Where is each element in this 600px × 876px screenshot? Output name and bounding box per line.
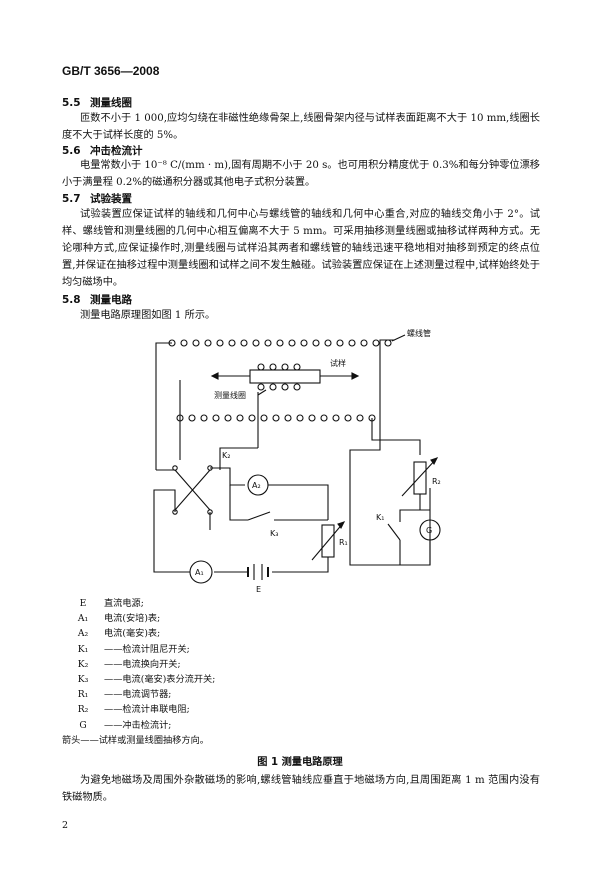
- figure-caption: 图 1 测量电路原理: [257, 757, 343, 768]
- section-title: 5.7 试验装置: [62, 191, 132, 206]
- measuring-coil-turns: [257, 363, 301, 391]
- section-heading: 冲击检流计: [90, 145, 143, 157]
- legend-item: K₂ ——电流换向开关;: [62, 657, 322, 672]
- page-number: 2: [62, 820, 69, 831]
- label-solenoid: 螺线管: [407, 328, 431, 338]
- label-a1: A₁: [195, 568, 204, 577]
- section-body: 测量电路原理图如图 1 所示。: [80, 310, 216, 321]
- label-sample: 试样: [330, 358, 346, 368]
- legend-item: A₁ 电流(安培)表;: [62, 611, 322, 626]
- section-body: 试验装置应保证试样的轴线和几何中心与螺线管的轴线和几何中心重合,对应的轴线交角小…: [62, 209, 540, 288]
- legend-symbol: A₂: [77, 628, 89, 640]
- label-k1: K₁: [376, 513, 384, 522]
- section-title: 5.6 冲击检流计: [62, 143, 143, 158]
- label-e: E: [256, 585, 261, 594]
- legend-item: R₁ ——电流调节器;: [62, 687, 322, 702]
- solenoid-bottom-turns: [176, 414, 376, 422]
- legend-description: ——试样或测量线圈抽移方向。: [80, 734, 209, 746]
- section-number: 5.5: [62, 97, 81, 109]
- legend-item: R₂ ——检流计串联电阻;: [62, 702, 322, 717]
- label-g: G: [426, 526, 432, 535]
- legend-symbol: R₂: [77, 704, 89, 716]
- legend-symbol: K₂: [77, 658, 89, 670]
- legend-description: ——电流调节器;: [104, 689, 172, 701]
- legend-symbol: K₃: [77, 674, 89, 686]
- legend-item: K₁ ——检流计阻尼开关;: [62, 642, 322, 657]
- legend-item: E 直流电源;: [62, 596, 322, 611]
- legend-description: ——冲击检流计;: [104, 719, 172, 731]
- section-title: 5.8 测量电路: [62, 292, 132, 307]
- label-coil: 测量线圈: [214, 390, 246, 400]
- label-k2: K₂: [222, 451, 230, 460]
- legend-description: ——检流计串联电阻;: [104, 704, 190, 716]
- section-body: 匝数不小于 1 000,应均匀绕在非磁性绝缘骨架上,线圈骨架内径与试样表面距离不…: [62, 113, 540, 141]
- legend-symbol: R₁: [77, 689, 89, 701]
- legend-description: 直流电源;: [104, 598, 144, 609]
- legend-item: G ——冲击检流计;: [62, 718, 322, 733]
- sample-rect: [249, 369, 321, 384]
- legend-symbol: K₁: [77, 643, 89, 655]
- label-r1: R₁: [339, 538, 348, 547]
- legend-description: 电流(安培)表;: [104, 613, 161, 625]
- k2-blade-2: [174, 469, 211, 511]
- solenoid-top-turns: [168, 339, 392, 347]
- legend-description: ——检流计阻尼开关;: [104, 643, 190, 655]
- standard-number: GB/T 3656—2008: [62, 64, 160, 78]
- legend-symbol: A₁: [77, 613, 89, 625]
- label-r2: R₂: [432, 477, 441, 486]
- section-number: 5.8: [62, 294, 81, 306]
- section-title: 5.5 测量线圈: [62, 95, 132, 110]
- label-k3: K₃: [270, 529, 278, 538]
- legend-item: A₂ 电流(毫安)表;: [62, 626, 322, 641]
- section-heading: 试验装置: [90, 193, 132, 205]
- legend-description: ——电流换向开关;: [104, 658, 181, 670]
- label-a2: A₂: [252, 481, 261, 490]
- legend-description: ——电流(毫安)表分流开关;: [104, 674, 216, 686]
- figure-legend: E 直流电源; A₁ 电流(安培)表; A₂ 电流(毫安)表; K₁ ——检流计阻尼开关…: [62, 596, 322, 748]
- legend-symbol: E: [79, 598, 87, 609]
- legend-symbol: 箭头: [62, 734, 81, 746]
- legend-item: K₃ ——电流(毫安)表分流开关;: [62, 672, 322, 687]
- section-heading: 测量线圈: [90, 97, 132, 109]
- legend-symbol: G: [79, 719, 87, 731]
- section-number: 5.7: [62, 193, 81, 205]
- closing-paragraph: 为避免地磁场及周围外杂散磁场的影响,螺线管轴线应垂直于地磁场方向,且周围距离 1…: [62, 775, 540, 803]
- legend-description: 电流(毫安)表;: [104, 628, 161, 640]
- resistor-r2: [413, 461, 427, 495]
- legend-item: 箭头——试样或测量线圈抽移方向。: [62, 733, 322, 748]
- section-number: 5.6: [62, 145, 81, 157]
- section-body: 电量常数小于 10⁻⁸ C/(mm · m),固有周期不小于 20 s。也可用积…: [62, 160, 540, 188]
- section-heading: 测量电路: [90, 294, 132, 306]
